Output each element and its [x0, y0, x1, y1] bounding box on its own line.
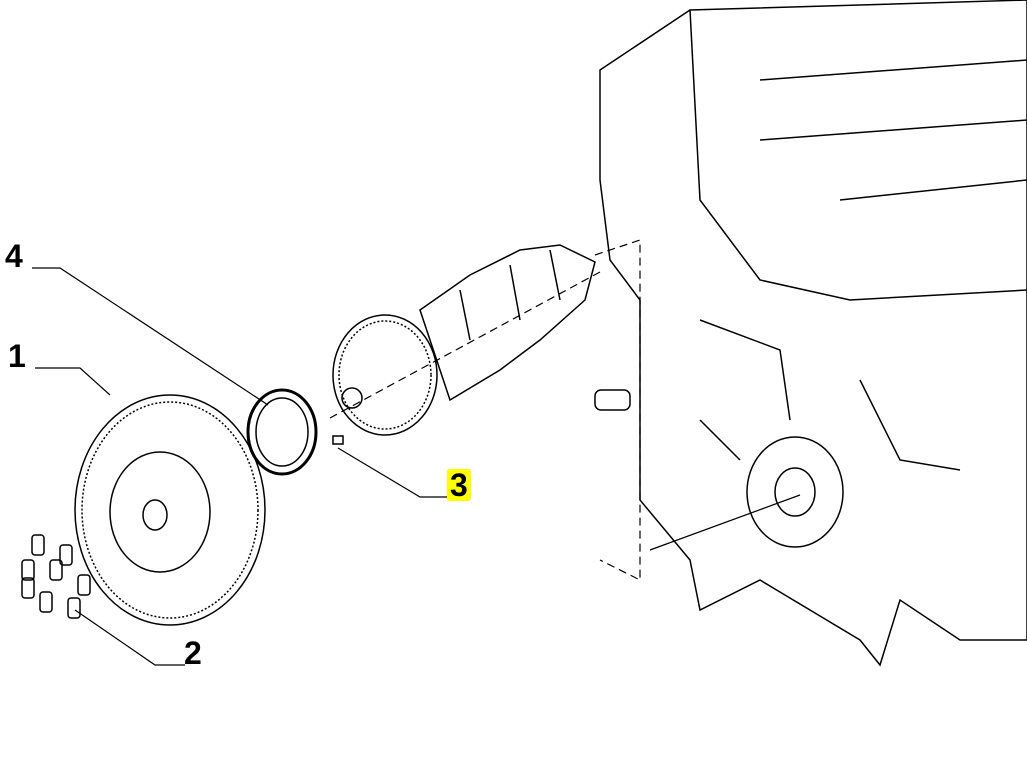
dowel-pin	[332, 435, 344, 445]
oil-seal	[246, 388, 318, 476]
bolts	[21, 534, 91, 619]
leader-lines	[32, 239, 801, 666]
callout-2: 2	[184, 635, 202, 671]
callout-1: 1	[8, 338, 26, 374]
flywheel	[74, 394, 266, 626]
callout-4: 4	[5, 238, 23, 274]
engine-block	[594, 0, 1027, 667]
crankshaft	[332, 244, 596, 436]
callout-3-highlighted: 3	[447, 469, 471, 501]
